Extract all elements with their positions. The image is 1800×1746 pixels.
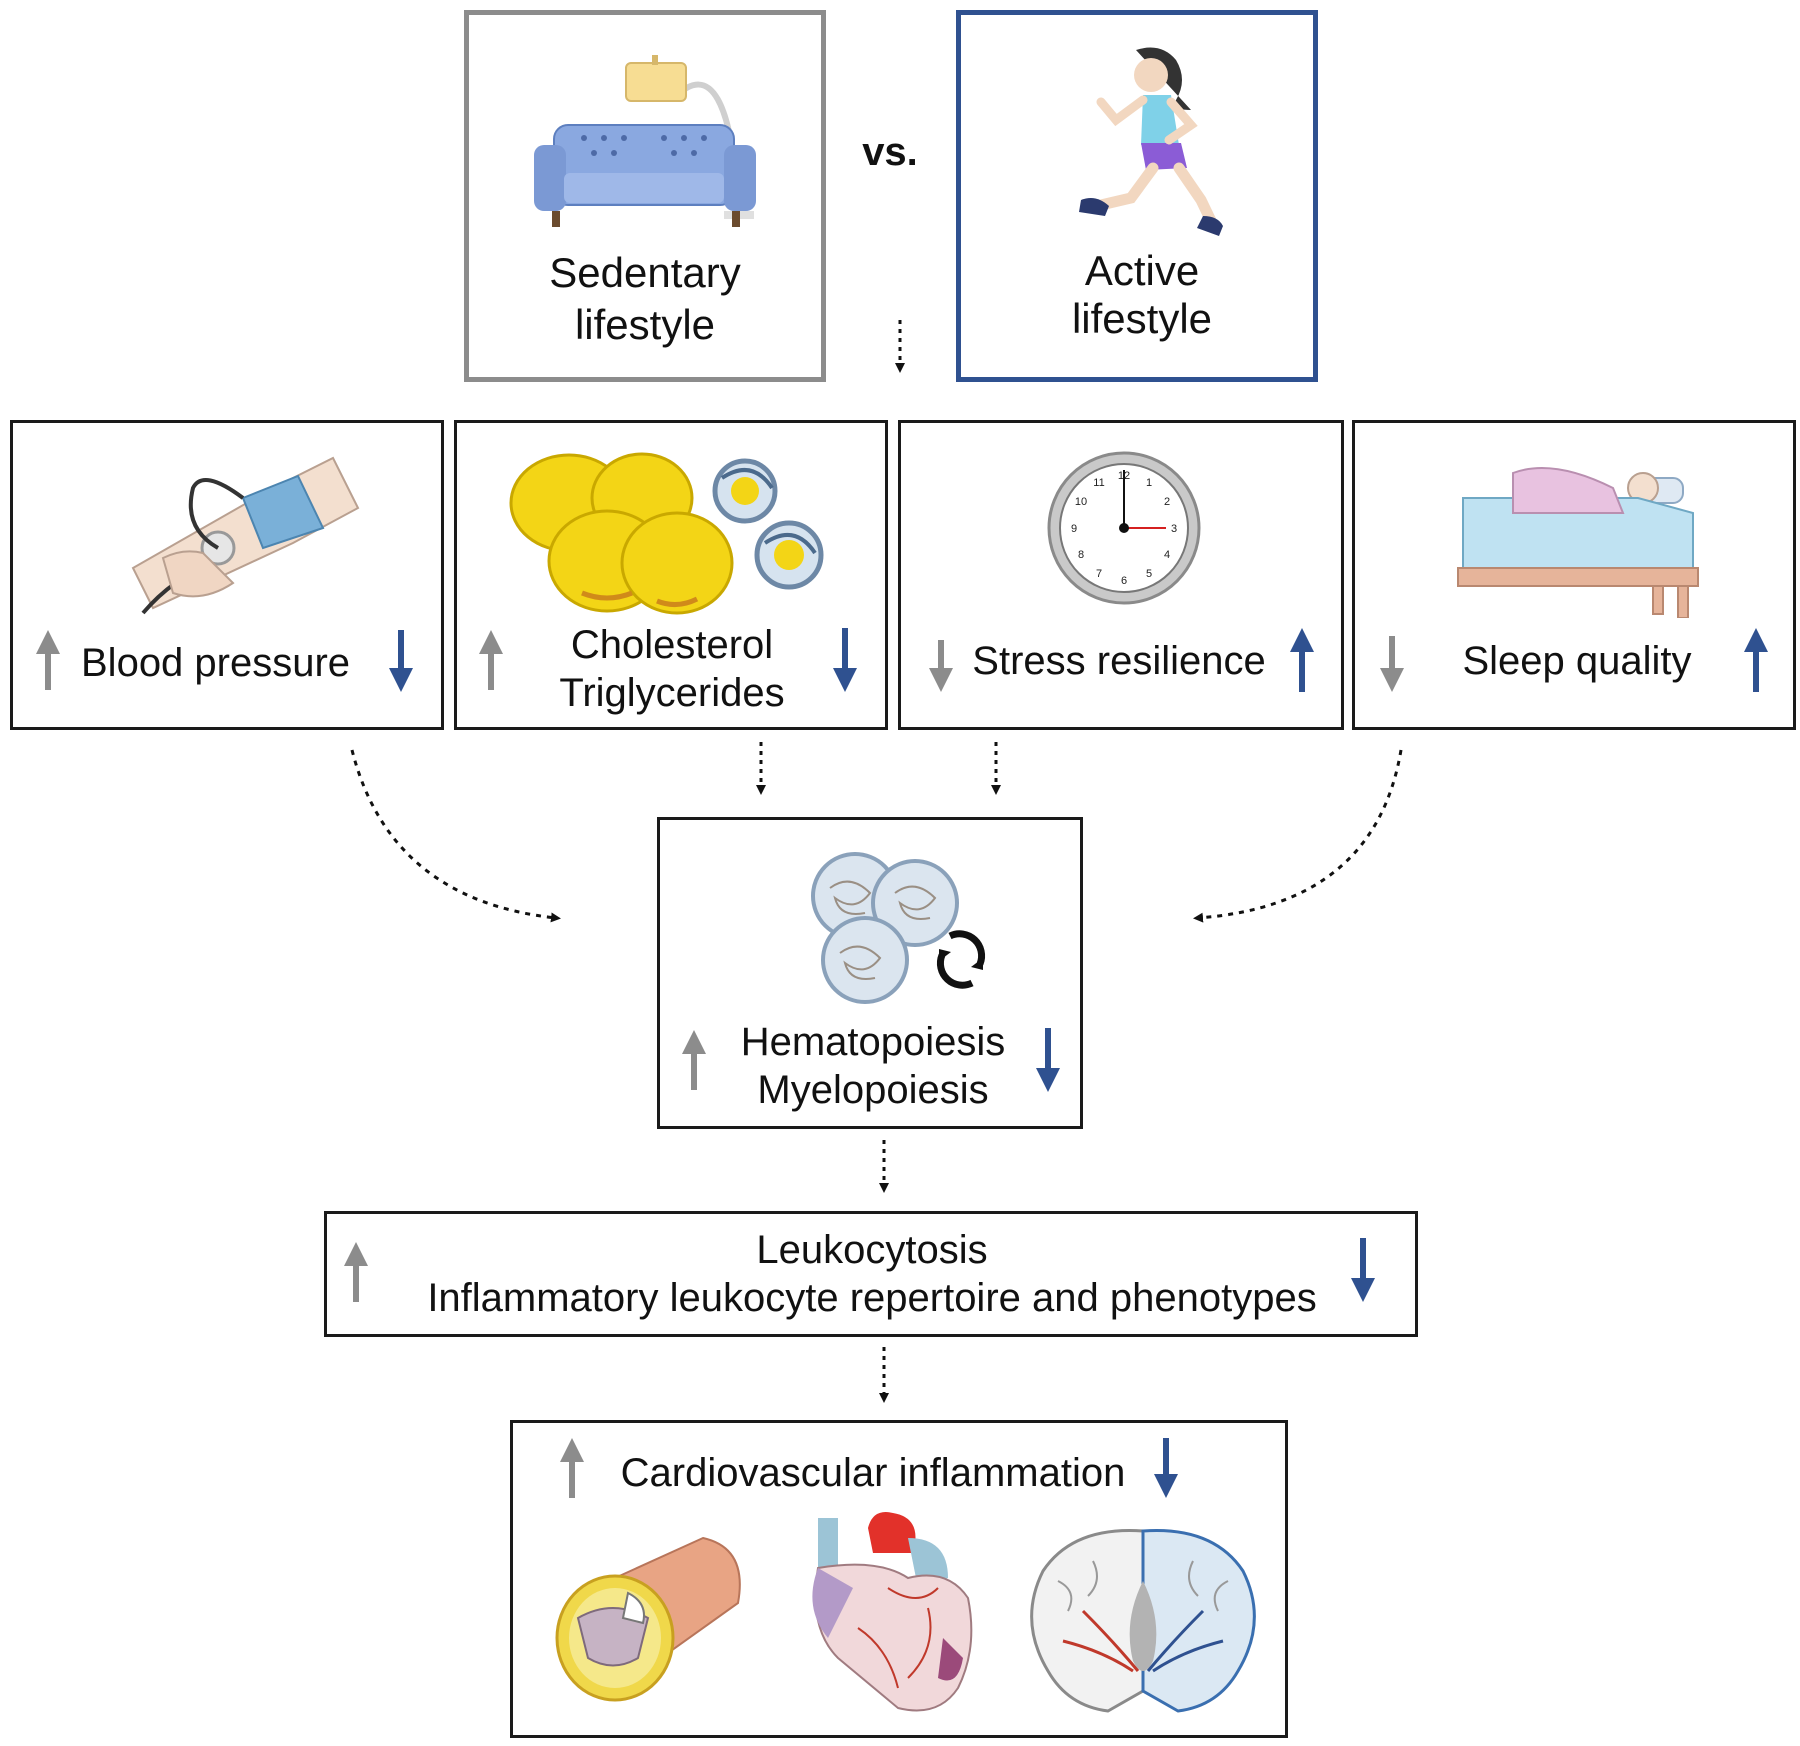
up-arrow-cardio [560,1438,584,1498]
sedentary-lifestyle-box: Sedentary lifestyle [464,10,826,382]
stress-resilience-label: Stress resilience [972,639,1266,683]
stress-resilience-box: 12 1 2 3 4 5 6 7 8 9 10 11 Stress resili… [898,420,1344,730]
down-arrow-sleep-gray [1380,636,1404,692]
clock-number-3: 3 [1171,523,1177,535]
down-arrow-cholesterol [833,628,857,692]
cholesterol-label: Cholesterol [570,623,774,667]
down-arrow-cardio [1154,1438,1178,1498]
leukocyte-box: Leukocytosis Inflammatory leukocyte repe… [324,1211,1418,1337]
clock-number-1: 1 [1146,477,1152,489]
cardiovascular-inflammation-label: Cardiovascular inflammation [620,1451,1126,1495]
sofa-lamp-icon [534,55,756,227]
up-arrow-leukocyte [344,1242,368,1302]
runner-icon [1079,47,1223,236]
clock-number-6: 6 [1121,575,1127,587]
clock-number-4: 4 [1164,549,1170,561]
clock-number-11: 11 [1093,477,1104,489]
up-arrow-cholesterol [479,630,503,690]
dotted-curve-blood-pressure [350,749,561,923]
blood-pressure-cuff-icon [131,456,360,615]
cardiovascular-box: Cardiovascular inflammation [510,1420,1288,1738]
myelopoiesis-label: Myelopoiesis [757,1068,989,1112]
stem-cells-icon [811,852,986,1004]
blood-pressure-box: Blood pressure [10,420,444,730]
active-lifestyle-label: Active lifestyle [1071,247,1213,342]
up-arrow-blood-pressure [36,630,60,690]
clock-number-2: 2 [1164,496,1170,508]
blood-pressure-label: Blood pressure [81,641,351,685]
dotted-curve-sleep [1193,749,1403,923]
cholesterol-box: Cholesterol Triglycerides [454,420,888,730]
brain-icon [1030,1529,1256,1713]
active-lifestyle-box: Active lifestyle [956,10,1318,382]
versus-label: vs. [862,130,918,174]
triglycerides-label: Triglycerides [559,671,785,715]
down-arrow-blood-pressure [389,630,413,692]
hematopoiesis-box: Hematopoiesis Myelopoiesis [657,817,1083,1129]
clock-icon: 12 1 2 3 4 5 6 7 8 9 10 11 [1047,451,1201,605]
clock-number-7: 7 [1096,568,1102,580]
down-arrow-stress-gray [929,640,953,692]
up-arrow-sleep-blue [1744,628,1768,692]
inflammatory-leukocyte-label: Inflammatory leukocyte repertoire and ph… [427,1276,1317,1320]
clock-number-8: 8 [1078,549,1084,561]
clock-number-9: 9 [1071,523,1077,535]
down-arrow-leukocyte [1351,1238,1375,1302]
sleep-quality-label: Sleep quality [1462,639,1692,683]
sedentary-lifestyle-label: Sedentary lifestyle [549,249,741,348]
up-arrow-hematopoiesis [682,1030,706,1090]
hematopoiesis-label: Hematopoiesis [740,1020,1006,1064]
clock-number-5: 5 [1146,568,1152,580]
sleep-quality-box: Sleep quality [1352,420,1796,730]
lipid-droplets-icon [509,452,824,615]
up-arrow-stress-blue [1290,628,1314,692]
sleeping-person-icon [1457,467,1699,618]
clock-number-10: 10 [1075,496,1087,508]
heart-icon [812,1512,973,1712]
leukocytosis-label: Leukocytosis [756,1228,988,1272]
down-arrow-hematopoiesis [1036,1028,1060,1092]
artery-icon [555,1536,741,1702]
